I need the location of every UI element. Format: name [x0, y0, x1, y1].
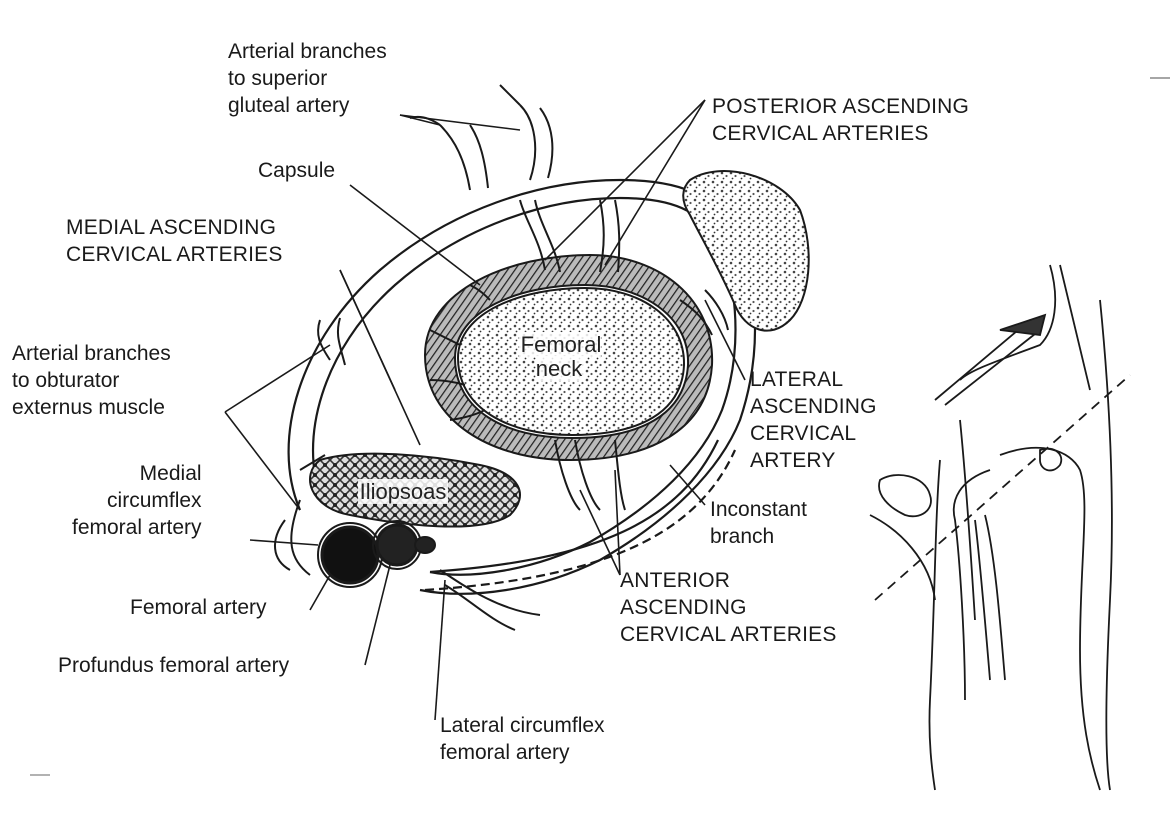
- greater-trochanter: [683, 171, 808, 331]
- label-femoral-neck: Femoral neck: [505, 333, 615, 381]
- label-lateral-ascending: LATERAL ASCENDING CERVICAL ARTERY: [750, 366, 877, 474]
- femur-inset: [870, 265, 1130, 790]
- label-lateral-circumflex: Lateral circumflex femoral artery: [440, 712, 605, 766]
- femoral-artery-shape: [322, 527, 378, 583]
- label-arterial-obturator: Arterial branches to obturator externus …: [12, 340, 171, 421]
- label-medial-ascending: MEDIAL ASCENDING CERVICAL ARTERIES: [66, 214, 283, 268]
- label-iliopsoas: Iliopsoas: [338, 480, 468, 504]
- label-posterior-ascending: POSTERIOR ASCENDING CERVICAL ARTERIES: [712, 93, 969, 147]
- label-femoral-artery: Femoral artery: [130, 594, 267, 621]
- label-medial-circumflex: Medial circumflex femoral artery: [72, 460, 202, 541]
- label-profundus: Profundus femoral artery: [58, 652, 289, 679]
- iliopsoas-text: Iliopsoas: [358, 479, 449, 504]
- label-inconstant-branch: Inconstant branch: [710, 496, 807, 550]
- profundus-shape: [415, 537, 435, 553]
- superior-gluteal-branches: [410, 85, 552, 190]
- label-anterior-ascending: ANTERIOR ASCENDING CERVICAL ARTERIES: [620, 567, 837, 648]
- label-arterial-superior-gluteal: Arterial branches to superior gluteal ar…: [228, 38, 387, 119]
- femoral-vein-shape: [377, 525, 417, 565]
- femoral-neck-text: Femoral neck: [519, 332, 602, 381]
- label-capsule: Capsule: [258, 157, 335, 184]
